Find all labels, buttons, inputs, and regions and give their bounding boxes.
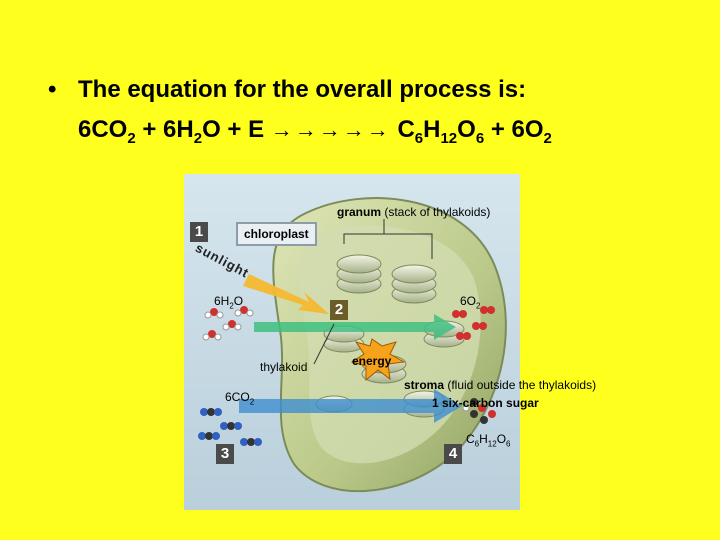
energy-star	[350, 338, 406, 382]
glucose-o-sub: 6	[506, 439, 511, 449]
water-label: 6H2O	[214, 294, 243, 310]
eq-arrows: →→→→→	[270, 117, 391, 142]
equation-intro: The equation for the overall process is:	[78, 76, 527, 103]
water-label-sub: 2	[229, 301, 234, 311]
eq-c: C	[390, 116, 415, 143]
stroma-label-rest: (fluid outside the thylakoids)	[444, 378, 597, 392]
granum-bracket	[343, 233, 433, 259]
eq-o2-sub: 2	[543, 129, 552, 147]
oxygen-molecules	[452, 306, 495, 340]
eq-plus-o2: + 6O	[484, 116, 544, 143]
step-3-badge: 3	[216, 444, 234, 464]
glucose-label: C6H12O6	[466, 432, 511, 448]
co2-label-sub: 2	[249, 397, 255, 407]
co2-to-sugar-arrow	[239, 389, 462, 423]
granum-label: granum (stack of thylakoids)	[337, 205, 490, 219]
oxygen-label-sub: 2	[476, 301, 481, 311]
water-label-coef: 6H	[214, 294, 230, 308]
eq-o: O	[457, 116, 476, 143]
co2-molecules	[198, 408, 262, 446]
eq-co2: 6CO	[78, 116, 128, 143]
stroma-label: stroma (fluid outside the thylakoids)	[404, 378, 596, 392]
slide-header: • The equation for the overall process i…	[0, 0, 720, 170]
stroma-label-bold: stroma	[404, 378, 445, 392]
glucose-h-sub: 12	[487, 439, 497, 449]
water-label-rest: O	[233, 294, 244, 308]
eq-o-sub: 6	[475, 129, 485, 147]
co2-label: 6CO2	[225, 390, 254, 406]
granum-label-bold: granum	[337, 205, 382, 219]
energy-label: energy	[352, 354, 392, 368]
eq-plus-h2o: + 6H	[135, 116, 194, 143]
eq-h: H	[423, 116, 441, 143]
bullet-marker: •	[48, 76, 57, 103]
eq-c-sub: 6	[414, 129, 424, 147]
eq-h2o-rest: O + E	[202, 116, 271, 143]
photosynthesis-equation: 6CO2 + 6H2O + E →→→→→ C6H12O6 + 6O2	[78, 116, 552, 147]
glucose-h: H	[479, 432, 488, 446]
sunlight-arrow	[243, 274, 329, 314]
step-4-badge: 4	[444, 444, 462, 464]
step-2-badge: 2	[330, 300, 348, 320]
glucose-c: C	[466, 432, 475, 446]
chloroplast-diagram	[184, 174, 520, 510]
thylakoid-label: thylakoid	[260, 360, 308, 374]
eq-h2o-sub: 2	[193, 129, 203, 147]
water-molecules	[202, 306, 254, 341]
glucose-o: O	[496, 432, 507, 446]
co2-label-coef: 6CO	[225, 390, 250, 404]
chloroplast-label: chloroplast	[236, 222, 317, 246]
eq-co2-sub: 2	[127, 129, 136, 147]
glucose-molecule	[462, 398, 496, 424]
eq-h-sub: 12	[440, 129, 458, 147]
granum-label-rest: (stack of thylakoids)	[381, 205, 491, 219]
oxygen-label: 6O2	[460, 294, 480, 310]
water-to-oxygen-arrow	[254, 314, 456, 340]
oxygen-label-coef: 6O	[460, 294, 477, 308]
glucose-c-sub: 6	[474, 439, 480, 449]
sugar-label: 1 six-carbon sugar	[432, 396, 539, 410]
thylakoid-pointer	[313, 323, 335, 365]
step-1-badge: 1	[190, 222, 208, 242]
